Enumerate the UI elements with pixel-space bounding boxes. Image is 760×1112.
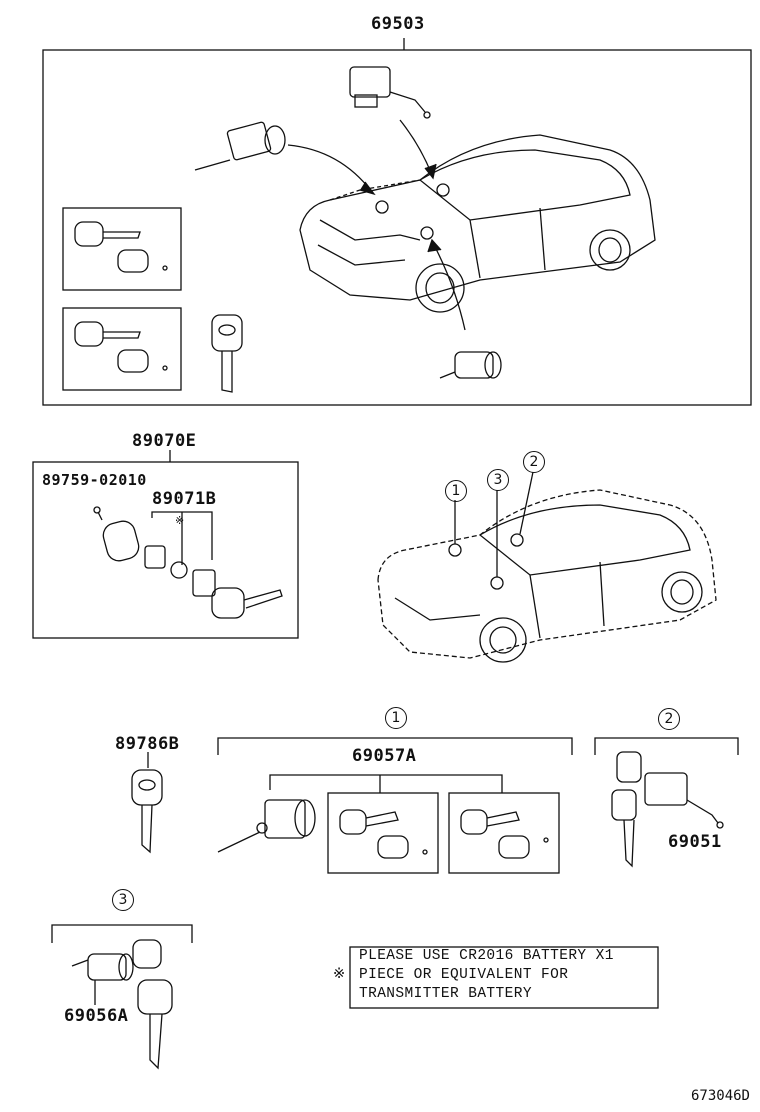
arrow-door-to-car xyxy=(399,119,433,176)
battery-reference-mark: ※ xyxy=(175,516,185,528)
marker-3-group: 3 xyxy=(112,889,134,911)
group-3-bracket xyxy=(51,924,193,943)
part-label-89786B: 89786B xyxy=(115,734,180,754)
ignition-cylinder-art-top xyxy=(194,121,286,171)
key-set-box-mid-1 xyxy=(327,792,439,874)
group-2-bracket xyxy=(594,737,739,755)
key-set-box-top-2 xyxy=(62,307,182,391)
glovebox-cylinder-art-bottom xyxy=(71,939,173,1070)
part-label-69051: 69051 xyxy=(668,832,722,852)
battery-note-frame xyxy=(349,946,659,1009)
note-line-1: PLEASE USE CR2016 BATTERY X1 xyxy=(359,948,614,964)
part-label-69056A: 69056A xyxy=(64,1006,129,1026)
note-line-2: PIECE OR EQUIVALENT FOR xyxy=(359,967,569,983)
part-label-69503: 69503 xyxy=(371,14,425,34)
transmitter-art xyxy=(93,506,283,619)
ignition-cylinder-art-mid xyxy=(217,799,316,853)
set-69503-frame xyxy=(42,49,752,406)
part-label-89071B: 89071B xyxy=(152,489,217,509)
marker-2-car: 2 xyxy=(523,451,545,473)
key-set-box-mid-2 xyxy=(448,792,560,874)
car-illustration-middle xyxy=(377,471,717,663)
door-cylinder-art-top xyxy=(349,66,431,119)
set-89070E-frame xyxy=(32,461,299,639)
master-key-art-top xyxy=(211,314,243,393)
note-symbol: ※ xyxy=(333,967,346,983)
set-69057A-bracket xyxy=(269,774,503,793)
part-label-89070E: 89070E xyxy=(132,431,197,451)
glovebox-cylinder-art-top xyxy=(439,351,502,379)
key-art-mid-1 xyxy=(339,809,428,859)
marker-1-group: 1 xyxy=(385,707,407,729)
key-89786B-art xyxy=(131,769,163,854)
marker-1-car: 1 xyxy=(445,480,467,502)
key-art-mid-2 xyxy=(460,809,549,859)
key-set-box-top-1 xyxy=(62,207,182,291)
key-art-top-2 xyxy=(74,321,168,373)
car-illustration-top xyxy=(299,134,656,313)
group-1-bracket xyxy=(217,737,573,755)
arrow-glovebox-to-car xyxy=(432,242,466,331)
note-line-3: TRANSMITTER BATTERY xyxy=(359,986,532,1002)
diagram-reference-number: 673046D xyxy=(690,1088,750,1104)
part-label-89759-02010: 89759-02010 xyxy=(42,471,147,489)
door-cylinder-art-mid xyxy=(611,751,724,868)
marker-2-group: 2 xyxy=(658,708,680,730)
arrow-ignition-to-car xyxy=(287,144,373,193)
part-label-69057A: 69057A xyxy=(352,746,417,766)
key-art-top-1 xyxy=(74,221,168,273)
marker-3-car: 3 xyxy=(487,469,509,491)
